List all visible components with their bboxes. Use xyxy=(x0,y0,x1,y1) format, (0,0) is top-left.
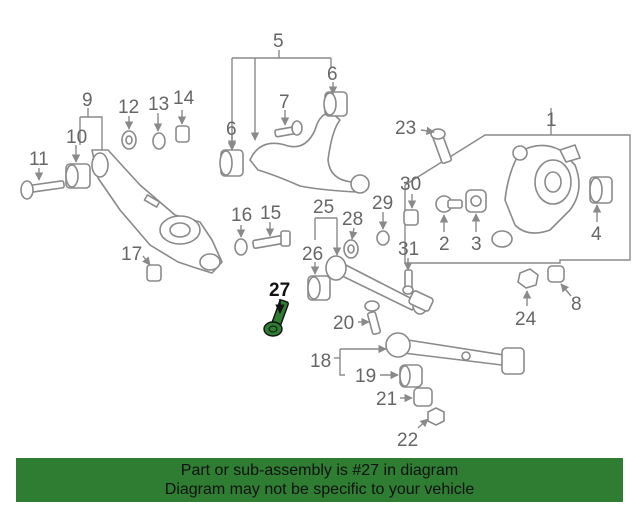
callout-17: 17 xyxy=(121,244,142,265)
callout-3: 3 xyxy=(471,234,482,255)
callout-29: 29 xyxy=(372,193,393,214)
callout-24: 24 xyxy=(515,309,537,330)
callout-22: 22 xyxy=(397,430,418,451)
callout-23: 23 xyxy=(395,118,416,139)
callout-26: 26 xyxy=(302,244,323,265)
callout-14: 14 xyxy=(173,88,195,109)
highlighted-bolt-27[interactable] xyxy=(263,299,289,337)
banner-line-1: Part or sub-assembly is #27 in diagram xyxy=(180,462,459,479)
callout-4: 4 xyxy=(591,224,602,245)
parts-diagram: 1 2 3 4 5 6 6 7 8 9 10 11 12 13 14 15 16… xyxy=(20,31,631,451)
nut-8 xyxy=(547,265,565,283)
callout-25: 25 xyxy=(313,197,334,218)
callout-12: 12 xyxy=(118,97,139,118)
callout-1: 1 xyxy=(546,110,557,131)
info-banner: Part or sub-assembly is #27 in diagram D… xyxy=(16,458,623,502)
nut-17 xyxy=(146,264,162,282)
bushing-3 xyxy=(465,189,487,213)
upper-arm xyxy=(249,112,370,194)
callout-13: 13 xyxy=(148,94,169,115)
bolt-31 xyxy=(402,269,414,295)
callout-16: 16 xyxy=(231,205,252,226)
leader-lines xyxy=(34,50,602,429)
ball-joint-2 xyxy=(435,195,463,213)
lower-control-arm xyxy=(91,149,223,274)
callout-6b: 6 xyxy=(327,64,338,85)
nut-24 xyxy=(517,268,539,289)
callout-30: 30 xyxy=(400,174,421,195)
washer-29 xyxy=(376,230,390,246)
bushing-26 xyxy=(307,275,331,301)
bolt-20 xyxy=(364,300,382,336)
callout-7: 7 xyxy=(279,92,290,113)
bolt-23 xyxy=(430,128,453,165)
callout-9: 9 xyxy=(82,90,93,111)
callout-10: 10 xyxy=(66,127,87,148)
bushing-10 xyxy=(65,163,91,189)
knuckle-assembly xyxy=(404,134,631,264)
callout-19: 19 xyxy=(355,366,376,387)
callout-27: 27 xyxy=(269,280,290,301)
banner-line-2: Diagram may not be specific to your vehi… xyxy=(164,481,475,498)
bushing-19 xyxy=(399,364,423,388)
link-25 xyxy=(325,255,434,315)
washer-16 xyxy=(234,238,248,256)
link-18 xyxy=(385,332,525,375)
callout-2: 2 xyxy=(439,234,450,255)
nut-30 xyxy=(403,209,419,226)
callout-11: 11 xyxy=(29,149,49,170)
bolt-15 xyxy=(252,230,291,250)
bushing-14 xyxy=(175,125,190,143)
callout-18: 18 xyxy=(310,351,331,372)
bushing-21 xyxy=(413,387,433,407)
nut-22 xyxy=(427,407,445,426)
callout-15: 15 xyxy=(260,203,281,224)
callout-labels: 1 2 3 4 5 6 6 7 8 9 10 11 12 13 14 15 16… xyxy=(29,31,602,451)
callout-31: 31 xyxy=(398,239,419,260)
callout-28: 28 xyxy=(342,209,363,230)
bolt-11 xyxy=(20,180,65,200)
callout-8: 8 xyxy=(571,294,582,315)
washer-12 xyxy=(121,130,137,150)
callout-20: 20 xyxy=(333,313,354,334)
nut-13 xyxy=(152,132,166,150)
bushing-4 xyxy=(589,176,613,204)
callout-21: 21 xyxy=(376,389,397,410)
bolt-7 xyxy=(274,120,303,138)
washer-28 xyxy=(343,239,359,259)
callout-5: 5 xyxy=(273,31,284,52)
bushing-6b xyxy=(323,91,348,117)
callout-6a: 6 xyxy=(226,119,237,140)
bushing-6a xyxy=(219,149,244,177)
